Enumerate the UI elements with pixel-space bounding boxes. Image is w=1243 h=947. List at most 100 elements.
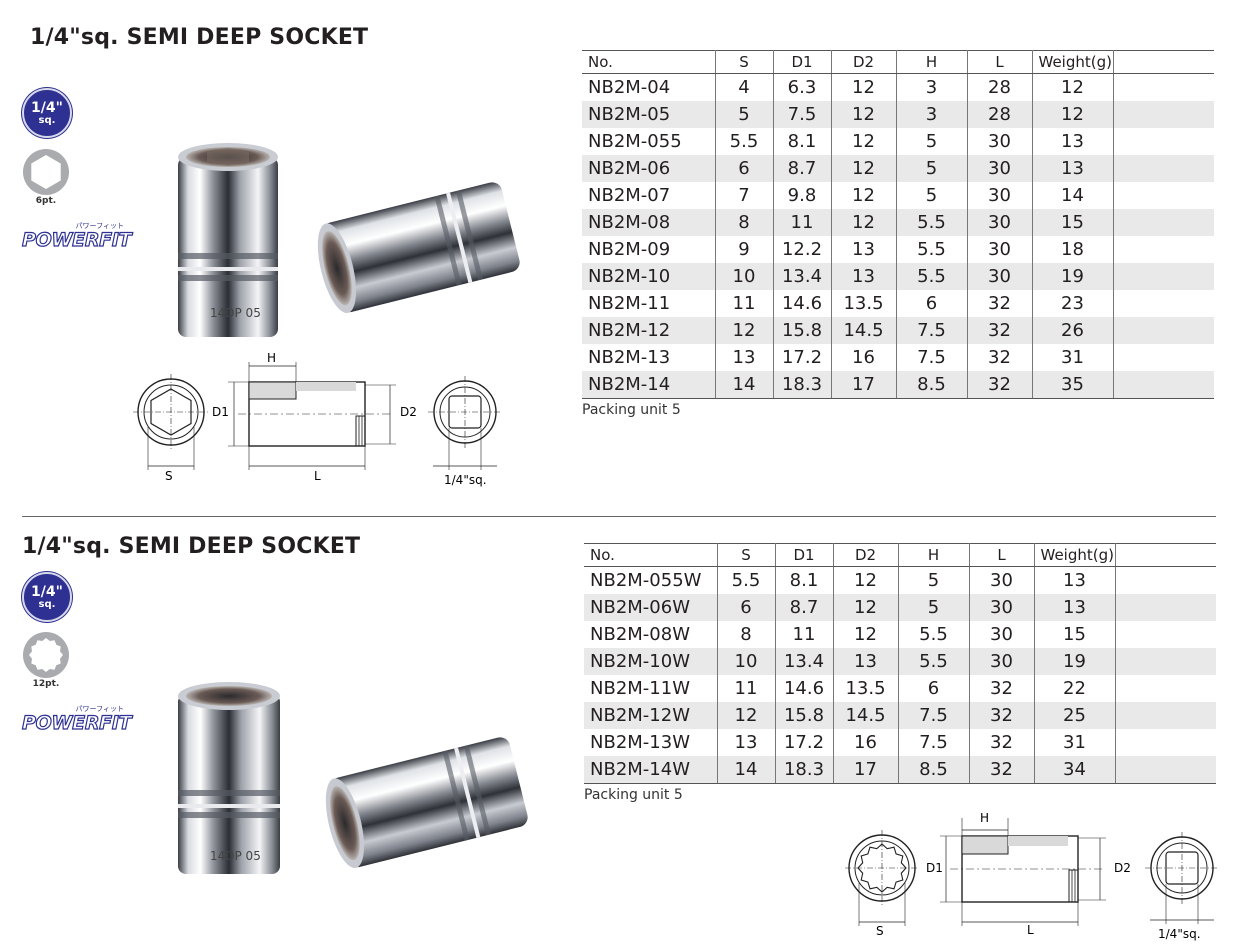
value-cell: 25 <box>1034 702 1116 729</box>
logo-text: POWERFIT <box>21 228 132 251</box>
value-cell: 17.2 <box>773 344 832 371</box>
value-cell: 7.5 <box>896 317 968 344</box>
part-number-cell: NB2M-07 <box>582 182 716 209</box>
value-cell: 30 <box>967 209 1033 236</box>
empty-cell <box>1113 74 1214 102</box>
value-cell: 6.3 <box>773 73 832 101</box>
value-cell: 13.5 <box>831 290 897 317</box>
value-cell: 12 <box>831 209 897 236</box>
value-cell: 16 <box>831 344 897 371</box>
column-header: D1 <box>775 543 834 567</box>
value-cell: 11 <box>717 675 776 702</box>
socket-technical-drawing-12pt: S D1 H L D2 1/4"sq. <box>845 811 1219 941</box>
dim-label-h: H <box>980 811 989 825</box>
value-cell: 17.2 <box>775 729 834 756</box>
part-number-cell: NB2M-04 <box>582 73 716 101</box>
value-cell: 31 <box>1034 729 1116 756</box>
value-cell: 12 <box>831 73 897 101</box>
value-cell: 30 <box>969 594 1035 621</box>
value-cell: 5 <box>896 128 968 155</box>
value-cell: 13 <box>833 648 899 675</box>
value-cell: 11 <box>715 290 774 317</box>
badge-top-text: 1/4" <box>31 99 63 116</box>
value-cell: 28 <box>967 101 1033 128</box>
column-header: S <box>715 50 774 74</box>
value-cell: 13 <box>715 344 774 371</box>
part-number-cell: NB2M-08W <box>584 621 718 648</box>
socket-stamp: 14DP 05 <box>210 849 261 863</box>
packing-note: Packing unit 5 <box>582 402 681 418</box>
value-cell: 30 <box>969 566 1035 594</box>
hexagon-6pt-icon: 6pt. <box>22 148 70 208</box>
value-cell: 30 <box>967 236 1033 263</box>
value-cell: 14 <box>1032 182 1114 209</box>
value-cell: 12 <box>831 128 897 155</box>
value-cell: 15.8 <box>773 317 832 344</box>
logo-text: POWERFIT <box>21 711 132 734</box>
value-cell: 14.5 <box>831 317 897 344</box>
dim-label-sq: 1/4"sq. <box>444 473 487 487</box>
value-cell: 5.5 <box>715 128 774 155</box>
value-cell: 13.5 <box>833 675 899 702</box>
empty-cell <box>1113 236 1214 263</box>
value-cell: 10 <box>715 263 774 290</box>
empty-cell <box>1115 648 1216 675</box>
value-cell: 28 <box>967 73 1033 101</box>
value-cell: 32 <box>969 675 1035 702</box>
value-cell: 8 <box>717 621 776 648</box>
value-cell: 5 <box>898 594 970 621</box>
part-number-cell: NB2M-13W <box>584 729 718 756</box>
value-cell: 7.5 <box>896 344 968 371</box>
value-cell: 18.3 <box>773 371 832 399</box>
value-cell: 30 <box>967 182 1033 209</box>
value-cell: 30 <box>969 648 1035 675</box>
value-cell: 13.4 <box>775 648 834 675</box>
column-header: No. <box>582 50 716 74</box>
value-cell: 32 <box>969 729 1035 756</box>
dim-label-h: H <box>267 352 276 365</box>
value-cell: 5.5 <box>896 209 968 236</box>
value-cell: 6 <box>717 594 776 621</box>
dim-label-sq: 1/4"sq. <box>1158 927 1201 941</box>
section1-title: 1/4"sq. SEMI DEEP SOCKET <box>30 25 369 50</box>
value-cell: 12 <box>831 182 897 209</box>
column-header: D2 <box>831 50 897 74</box>
logo-jp-text: パワーフィット <box>75 222 124 230</box>
column-header: Weight(g) <box>1034 543 1116 567</box>
value-cell: 12 <box>715 317 774 344</box>
value-cell: 23 <box>1032 290 1114 317</box>
value-cell: 11 <box>775 621 834 648</box>
value-cell: 14 <box>715 371 774 399</box>
column-header: No. <box>584 543 718 567</box>
part-number-cell: NB2M-11 <box>582 290 716 317</box>
value-cell: 32 <box>967 317 1033 344</box>
column-header: D2 <box>833 543 899 567</box>
value-cell: 6 <box>715 155 774 182</box>
value-cell: 12 <box>833 594 899 621</box>
value-cell: 5.5 <box>896 236 968 263</box>
dim-label-d1: D1 <box>212 405 229 419</box>
empty-cell <box>1113 290 1214 317</box>
value-cell: 19 <box>1032 263 1114 290</box>
value-cell: 16 <box>833 729 899 756</box>
value-cell: 14.6 <box>775 675 834 702</box>
value-cell: 12 <box>831 155 897 182</box>
value-cell: 8.1 <box>773 128 832 155</box>
value-cell: 11 <box>773 209 832 236</box>
badge-top-text: 1/4" <box>31 583 63 600</box>
value-cell: 32 <box>967 371 1033 399</box>
powerfit-logo: パワーフィット POWERFIT <box>21 704 132 735</box>
value-cell: 12 <box>833 566 899 594</box>
empty-cell <box>1115 702 1216 729</box>
